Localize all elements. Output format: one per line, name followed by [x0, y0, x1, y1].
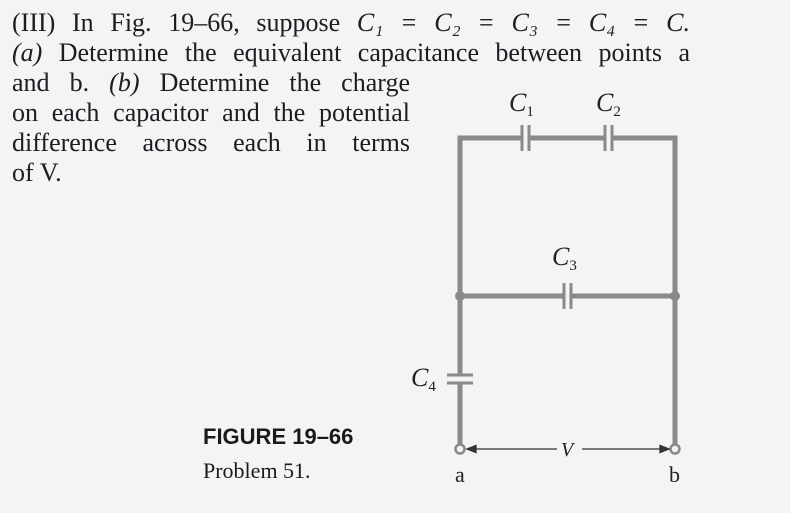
problem-line-5: difference across each in terms: [12, 128, 410, 158]
part-b-text-3: difference across each in terms: [12, 128, 410, 157]
part-b-text-4: of V.: [12, 158, 62, 187]
label-point-b: b: [669, 462, 680, 487]
part-a-continued: and b.: [12, 68, 90, 97]
capacitor-c3: [562, 283, 573, 309]
label-voltage: V: [561, 439, 576, 461]
label-c3: C3: [552, 242, 577, 274]
capacitance-equality: C₁ = C₂ = C₃ = C₄ = C.: [356, 8, 691, 37]
figure-number: FIGURE 19–66: [203, 424, 354, 449]
problem-statement: (III) In Fig. 19–66, suppose C₁ = C₂ = C…: [12, 8, 690, 188]
part-a-text: Determine the equivalent capacitance bet…: [58, 38, 691, 67]
part-b-text-1: Determine the charge: [159, 68, 410, 97]
label-c4: C4: [411, 363, 436, 395]
problem-intro: In Fig. 19–66, suppose: [72, 8, 341, 37]
arrowhead-left: [465, 444, 477, 454]
terminal-b: [669, 443, 681, 455]
part-b-label: (b): [109, 68, 140, 97]
arrowhead-right: [659, 444, 671, 454]
label-c2: C2: [596, 88, 621, 120]
problem-line-6: of V.: [12, 158, 690, 188]
problem-line-2: (a) Determine the equivalent capacitance…: [12, 38, 690, 68]
junction-left: [455, 291, 465, 301]
problem-line-3: and b. (b) Determine the charge: [12, 68, 410, 98]
capacitor-c4: [447, 373, 473, 385]
capacitor-c2: [603, 125, 614, 151]
capacitor-c1: [520, 125, 531, 151]
difficulty-level: (III): [12, 8, 56, 37]
terminal-a: [454, 443, 466, 455]
label-point-a: a: [455, 462, 465, 487]
problem-line-4: on each capacitor and the potential: [12, 98, 410, 128]
figure-caption: Problem 51.: [203, 458, 311, 483]
part-a-label: (a): [12, 38, 43, 67]
problem-line-1: (III) In Fig. 19–66, suppose C₁ = C₂ = C…: [12, 8, 690, 38]
label-c1: C1: [509, 88, 534, 120]
part-b-text-2: on each capacitor and the potential: [12, 98, 410, 127]
junction-right: [670, 291, 680, 301]
